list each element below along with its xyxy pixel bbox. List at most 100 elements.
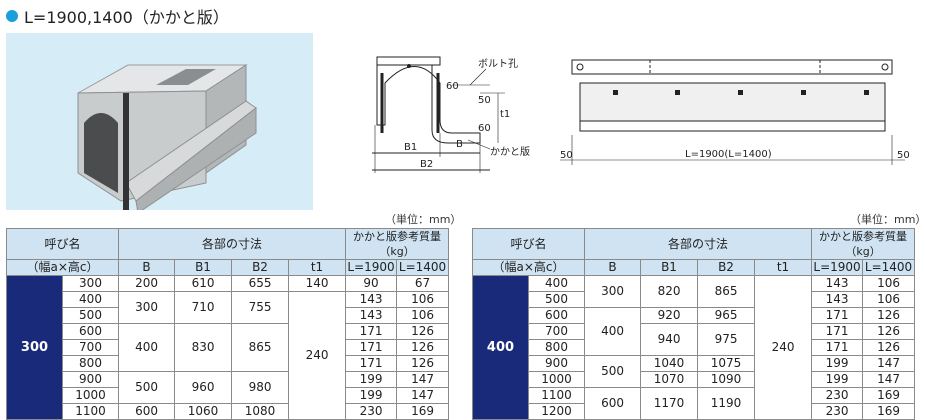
cell-b2: 1075 [697,355,756,372]
table-row: 400 400 300 820 865 240 143 106 [472,275,916,420]
header-l1400: L=1400 [862,259,916,276]
cell-b: 300 [584,275,642,308]
cell-w1400: 147 [862,355,916,372]
header-l1900: L=1900 [811,259,864,276]
cell-w1400: 147 [396,387,450,404]
cell-c: 500 [527,291,586,308]
cell-w1900: 171 [345,355,398,372]
table-row: 700 171 126 [7,339,450,356]
cell-c: 600 [527,307,586,324]
cell-w1900: 199 [811,355,864,372]
cell-w1900: 90 [345,275,398,292]
table-row: 900 500 1040 1075 199 147 [473,355,916,388]
cell-b: 500 [118,371,176,404]
cell-w1400: 126 [396,323,450,340]
cell-w1900: 143 [811,291,864,308]
cell-w1400: 106 [862,291,916,308]
cell-b2: 865 [697,275,756,308]
cell-c: 1100 [61,403,120,420]
table-row: 400 300 710 755 240 143 106 [7,291,450,420]
unit-note-1: （単位：mm） [385,213,462,226]
cell-c: 300 [61,275,120,292]
cell-w1900: 199 [345,387,398,404]
cell-c: 1000 [527,371,586,388]
header-name-sub: （幅a×高c） [5,259,120,276]
cell-c: 600 [61,323,120,340]
cell-w1900: 143 [345,307,398,324]
cell-c: 400 [527,275,586,292]
table-row: 600 400 920 965 171 126 [473,307,916,356]
cell-b2: 865 [231,323,290,372]
cell-w1900: 143 [345,291,398,308]
header-name: 呼び名 [471,228,586,260]
cell-b2: 1090 [697,371,756,388]
cell-c: 1000 [61,387,120,404]
header-name: 呼び名 [5,228,120,260]
cell-b: 200 [118,275,176,292]
cell-c: 700 [527,323,586,340]
header-t1: t1 [288,259,347,276]
cell-c: 900 [61,371,120,388]
table-row: 300 300 200 610 655 140 90 67 [6,275,450,420]
cell-w1900: 230 [811,403,864,420]
cell-b1: 960 [174,371,233,404]
cell-b2: 980 [231,371,290,404]
cell-b1: 940 [640,323,699,356]
cell-c: 500 [61,307,120,324]
cell-w1400: 106 [862,275,916,292]
header-l1400: L=1400 [396,259,450,276]
header-b: B [118,259,176,276]
header-b2: B2 [231,259,290,276]
side-left-50: 50 [560,150,573,161]
cell-t1: 140 [288,275,347,292]
cell-b1: 920 [640,307,699,324]
cell-b1: 1060 [174,403,233,420]
cell-b: 400 [584,307,642,356]
cell-w1900: 143 [811,275,864,292]
title-text: L=1900,1400（かかと版） [24,8,229,27]
header-b1: B1 [174,259,233,276]
cell-w1900: 199 [345,371,398,388]
cell-w1900: 199 [811,371,864,388]
cell-w1900: 171 [345,323,398,340]
table-row: 1100 600 1060 1080 230 169 [7,403,450,420]
dim-t1: t1 [500,109,510,120]
cell-b2: 655 [231,275,290,292]
cell-c: 400 [61,291,120,308]
cell-b: 600 [118,403,176,420]
dim-60-top: 60 [446,81,459,92]
cell-w1400: 67 [396,275,450,292]
header-dims: 各部の寸法 [584,228,813,260]
header-t1: t1 [754,259,813,276]
cell-b2: 755 [231,291,290,324]
header-weight: かかと版参考質量（kg） [345,228,450,260]
table-row: 800 171 126 [7,355,450,372]
cell-b2: 975 [697,323,756,356]
cell-b: 500 [584,355,642,388]
dim-b2: B2 [420,159,433,170]
table-row: 1000 1070 1090 199 147 [473,371,916,388]
unit-note-2: （単位：mm） [850,213,925,226]
cell-c: 700 [61,339,120,356]
cell-w1400: 126 [396,339,450,356]
cell-w1400: 147 [862,371,916,388]
cell-b2: 1080 [231,403,290,420]
group-label: 400 [472,275,529,420]
table-row: 1200 230 169 [473,403,916,420]
cell-b1: 710 [174,291,233,324]
header-b: B [584,259,642,276]
cell-b2: 965 [697,307,756,324]
page-title: L=1900,1400（かかと版） [6,4,229,28]
spec-table-300: 呼び名 各部の寸法 かかと版参考質量（kg） （幅a×高c） B B1 B2 t… [5,228,450,420]
cell-w1400: 169 [862,387,916,404]
side-right-50: 50 [897,150,910,161]
table-row: 500 143 106 [473,291,916,308]
cell-b1: 1040 [640,355,699,372]
cell-w1400: 169 [396,403,450,420]
cell-c: 1200 [527,403,586,420]
cell-c: 900 [527,355,586,372]
cell-w1400: 126 [862,339,916,356]
table-row: 800 171 126 [473,339,916,356]
cell-b1: 830 [174,323,233,372]
cell-c: 1100 [527,387,586,404]
